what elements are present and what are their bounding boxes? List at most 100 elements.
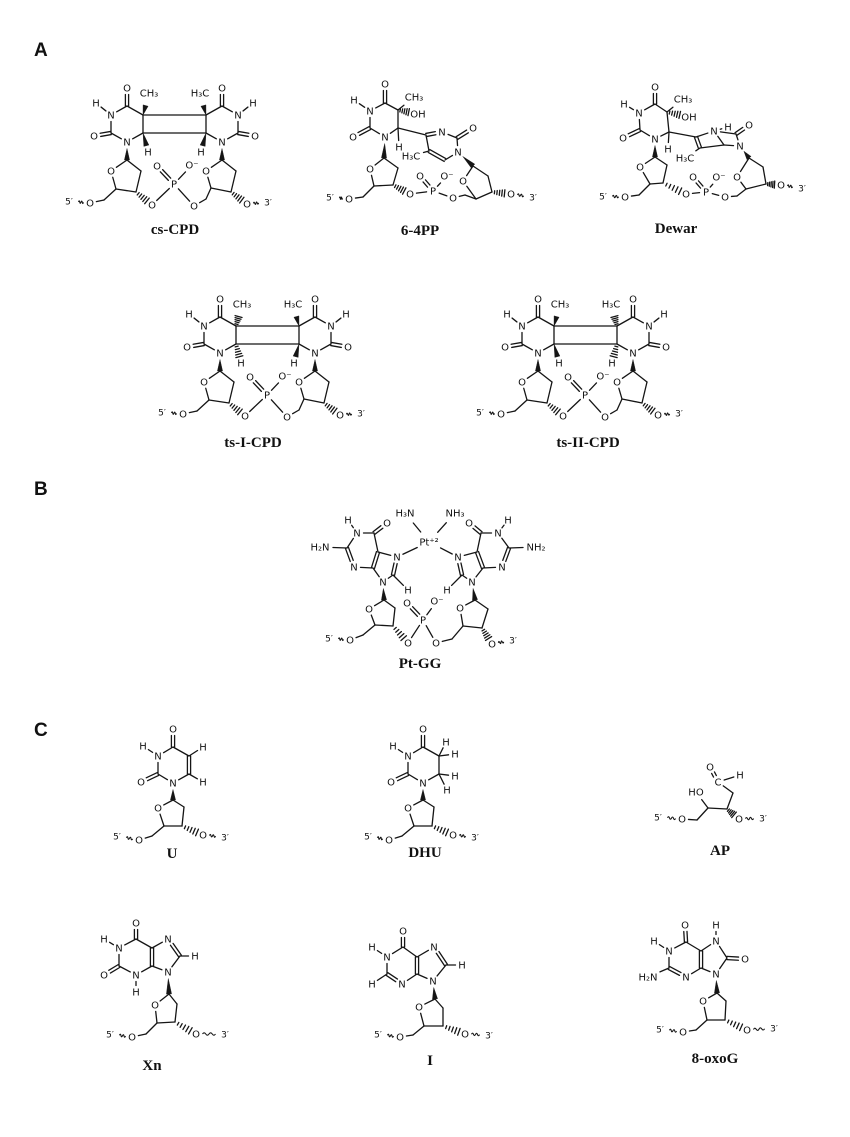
atom-label: O [629,294,637,305]
atom-label: O [406,189,414,200]
atom-label: O [283,412,291,423]
atom-label: NH₂ [526,542,545,553]
atom-label: O⁻ [430,596,443,607]
panel-label-c: C [34,720,48,741]
atom-label: 3′ [221,1030,229,1040]
atom-label: O [619,133,627,144]
atom-label: O [385,835,393,846]
atom-label: O [419,724,427,735]
atom-label: H [139,741,147,752]
atom-label: H [503,309,511,320]
atom-label: O [183,342,191,353]
atom-label: O [564,372,572,383]
atom-label: O [679,1027,687,1038]
atom-label: N [123,137,130,148]
atom-label: N [429,976,436,987]
atom-label: O [199,830,207,841]
atom-label: 3′ [529,193,537,203]
atom-label: H [650,936,658,947]
atom-label: O [689,172,697,183]
atom-label: P [264,390,270,401]
atom-label: O [432,638,440,649]
atom-label: CH₃ [551,299,570,310]
atom-label: O [681,920,689,931]
atom-label: 3′ [471,833,479,843]
atom-label: H [350,95,358,106]
atom-label: N [164,967,171,978]
atom-label: O [465,518,473,529]
atom-label: H [736,770,744,781]
atom-label: N [311,348,318,359]
atom-label: O [449,193,457,204]
atom-label: O [507,189,515,200]
atom-label: O [336,410,344,421]
atom-label: H [197,147,205,158]
atom-label: O [381,79,389,90]
atom-label: O [456,603,464,614]
atom-label: O [86,198,94,209]
atom-label: H [368,979,376,990]
atom-label: 5′ [654,813,662,823]
atom-label: N [430,942,437,953]
atom-label: O [501,342,509,353]
atom-label: H₂N [310,542,329,553]
atom-label: H [555,358,563,369]
atom-label: O [459,176,467,187]
atom-label: O [137,777,145,788]
atom-label: 3′ [798,184,806,194]
atom-label: 5′ [326,193,334,203]
atom-label: O [366,164,374,175]
atom-label: 5′ [656,1025,664,1035]
atom-label: O [461,1029,469,1040]
atom-label: N [651,134,658,145]
atom-label: O [346,635,354,646]
atom-label: N [665,946,672,957]
atom-label: N [498,562,505,573]
atom-label: N [132,970,139,981]
atom-label: N [234,110,241,121]
atom-label: O [128,1032,136,1043]
atom-label: N [438,127,445,138]
atom-label: O [741,954,749,965]
atom-label: O [404,638,412,649]
atom-label: CH₃ [405,92,424,103]
atom-label: O [518,377,526,388]
atom-label: N [635,108,642,119]
atom-label: H [92,98,100,109]
atom-label: O [678,814,686,825]
atom-label: O [559,411,567,422]
atom-label: O [449,830,457,841]
atom-label: N [200,321,207,332]
atom-label: O [90,131,98,142]
atom-label: O [251,131,259,142]
atom-label: H [395,142,403,153]
atom-label: O [365,604,373,615]
atom-label: H [237,358,245,369]
atom-label: P [420,615,426,626]
atom-label: CH₃ [233,299,252,310]
atom-label: Pt⁺² [419,537,438,548]
atom-label: H [342,309,350,320]
atom-label: O⁻ [712,172,725,183]
atom-label: N [518,321,525,332]
structure-label-Dewar: Dewar [654,221,698,237]
atom-label: O⁻ [440,171,453,182]
structure-label-ts-I-CPD: ts-I-CPD [224,435,282,451]
atom-label: O [151,1000,159,1011]
structure-label-6-4PP: 6-4PP [400,223,440,239]
atom-label: N [169,778,176,789]
atom-label: P [703,187,709,198]
atom-label: H [389,741,397,752]
